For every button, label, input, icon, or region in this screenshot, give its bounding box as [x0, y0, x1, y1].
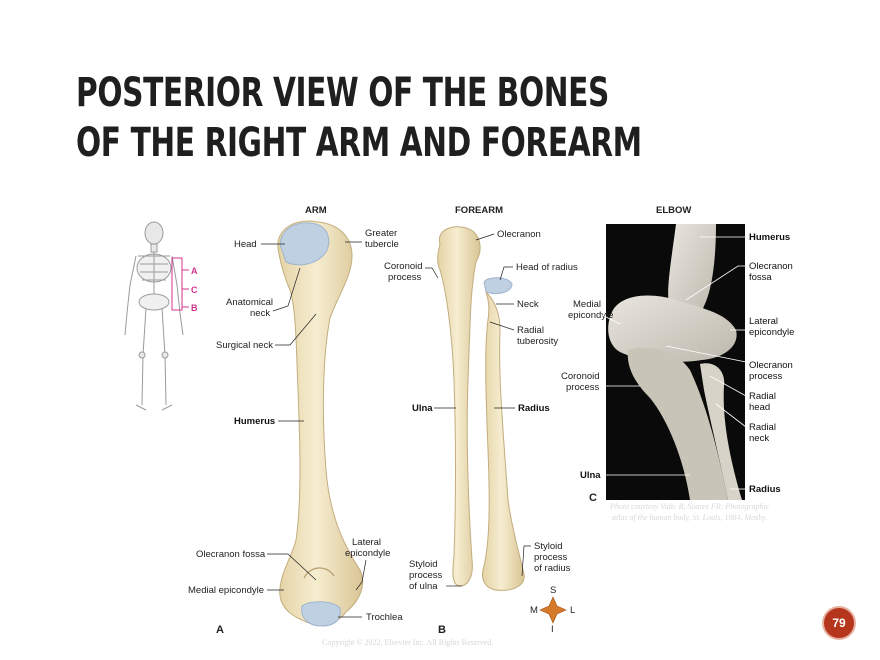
compass-s: S [550, 585, 556, 596]
label-elbow-olecranon-fossa-2: fossa [749, 272, 772, 283]
label-radial-tuberosity-1: Radial [517, 325, 544, 336]
skeleton-markers: A C B [171, 257, 198, 313]
label-radial-tuberosity-2: tuberosity [517, 336, 558, 347]
label-olecranon-fossa: Olecranon fossa [196, 549, 266, 560]
label-elbow-lateral-epicondyle-1: Lateral [749, 316, 778, 327]
label-styloid-radius-2: process [534, 552, 568, 563]
skeleton-thumbnail [124, 221, 184, 411]
label-radius: Radius [518, 403, 550, 414]
label-elbow-medial-epicondyle-2: epicondyle [568, 310, 613, 321]
section-arm: ARM [305, 205, 327, 216]
photo-credit-line-2: atlas of the human body, St. Louis, 1984… [612, 513, 767, 522]
marker-a: A [191, 266, 198, 276]
label-elbow-olecranon-fossa-1: Olecranon [749, 261, 793, 272]
slide-title: POSTERIOR VIEW OF THE BONES OF THE RIGHT… [76, 68, 642, 168]
label-styloid-ulna-1: Styloid [409, 559, 438, 570]
label-elbow-radial-head-2: head [749, 402, 770, 413]
label-lateral-epicondyle-2: epicondyle [345, 548, 390, 559]
label-anatomical-neck-2: neck [250, 308, 270, 319]
marker-b: B [191, 303, 198, 313]
elbow-photo [606, 224, 745, 500]
copyright-notice: Copyright © 2022, Elsevier Inc. All Righ… [322, 638, 494, 647]
label-styloid-radius-3: of radius [534, 563, 571, 574]
label-surgical-neck: Surgical neck [216, 340, 273, 351]
label-trochlea: Trochlea [366, 612, 403, 623]
compass-icon: S M L I [530, 585, 575, 635]
elbow-labels: Humerus Olecranon fossa Medial epicondyl… [561, 232, 794, 522]
label-coronoid-1: Coronoid [384, 261, 423, 272]
label-head: Head [234, 239, 257, 250]
label-head-of-radius: Head of radius [516, 262, 578, 273]
label-neck: Neck [517, 299, 539, 310]
section-elbow: ELBOW [656, 205, 691, 216]
label-elbow-olecranon-process-2: process [749, 371, 783, 382]
label-elbow-medial-epicondyle-1: Medial [573, 299, 601, 310]
label-styloid-radius-1: Styloid [534, 541, 563, 552]
page-number-badge: 79 [822, 606, 856, 640]
panel-b-label: B [438, 624, 446, 636]
label-coronoid-2: process [388, 272, 422, 283]
label-elbow-humerus: Humerus [749, 232, 790, 243]
label-greater-tubercle-2: tubercle [365, 239, 399, 250]
label-elbow-radial-head-1: Radial [749, 391, 776, 402]
forearm-labels: Olecranon Coronoid process Head of radiu… [384, 229, 578, 636]
photo-credit-line-1: Photo courtesy Vidic B, Suarez FR: Photo… [609, 502, 770, 511]
marker-c: C [191, 285, 198, 295]
label-humerus: Humerus [234, 416, 275, 427]
label-elbow-coronoid-2: process [566, 382, 600, 393]
section-forearm: FOREARM [455, 205, 503, 216]
label-elbow-ulna: Ulna [580, 470, 601, 481]
label-elbow-radial-neck-1: Radial [749, 422, 776, 433]
label-ulna: Ulna [412, 403, 433, 414]
arm-labels: Head Greater tubercle Anatomical neck Su… [188, 228, 403, 636]
title-line-1: POSTERIOR VIEW OF THE BONES [76, 70, 609, 116]
compass-m: M [530, 605, 538, 616]
panel-a-label: A [216, 624, 224, 636]
label-anatomical-neck-1: Anatomical [226, 297, 273, 308]
humerus-illustration [277, 220, 364, 627]
label-olecranon: Olecranon [497, 229, 541, 240]
label-elbow-olecranon-process-1: Olecranon [749, 360, 793, 371]
label-elbow-radial-neck-2: neck [749, 433, 769, 444]
label-greater-tubercle-1: Greater [365, 228, 397, 239]
compass-l: L [570, 605, 575, 616]
forearm-illustration [437, 226, 525, 591]
label-medial-epicondyle: Medial epicondyle [188, 585, 264, 596]
label-elbow-lateral-epicondyle-2: epicondyle [749, 327, 794, 338]
panel-c-label: C [589, 492, 597, 504]
compass-i: I [551, 624, 554, 635]
label-styloid-ulna-2: process [409, 570, 443, 581]
label-elbow-coronoid-1: Coronoid [561, 371, 600, 382]
title-line-2: OF THE RIGHT ARM AND FOREARM [76, 120, 642, 166]
label-elbow-radius: Radius [749, 484, 781, 495]
label-styloid-ulna-3: of ulna [409, 581, 438, 592]
label-lateral-epicondyle-1: Lateral [352, 537, 381, 548]
